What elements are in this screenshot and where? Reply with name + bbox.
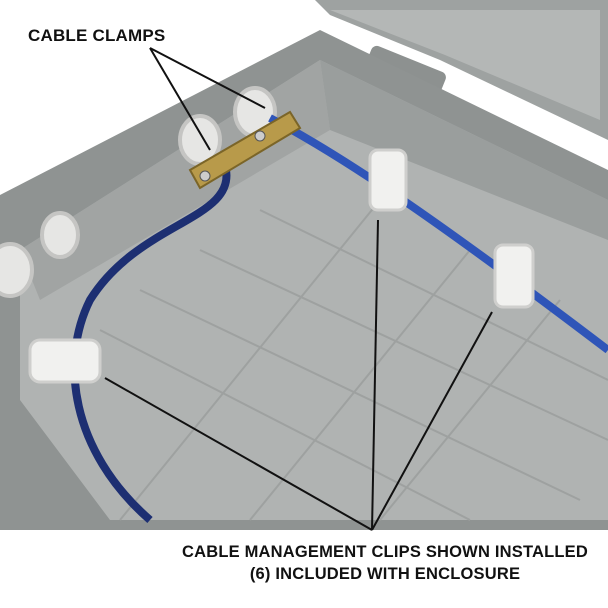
- navy-cable: [70, 163, 231, 524]
- caption-line-2: (6) INCLUDED WITH ENCLOSURE: [249, 565, 521, 583]
- caption-line-1: CABLE MANAGEMENT CLIPS SHOWN INSTALLED: [181, 543, 589, 561]
- floor-ribs: [99, 199, 608, 521]
- cable-glands: [0, 86, 277, 298]
- cable-clamp: [188, 110, 302, 190]
- annotation-arrows: [104, 47, 493, 531]
- cable-clamps-label: CABLE CLAMPS: [28, 26, 166, 45]
- cable-clips-caption: CABLE MANAGEMENT CLIPS SHOWN INSTALLED (…: [150, 541, 608, 585]
- blue-cable: [268, 114, 608, 354]
- cable-clips: [28, 148, 535, 384]
